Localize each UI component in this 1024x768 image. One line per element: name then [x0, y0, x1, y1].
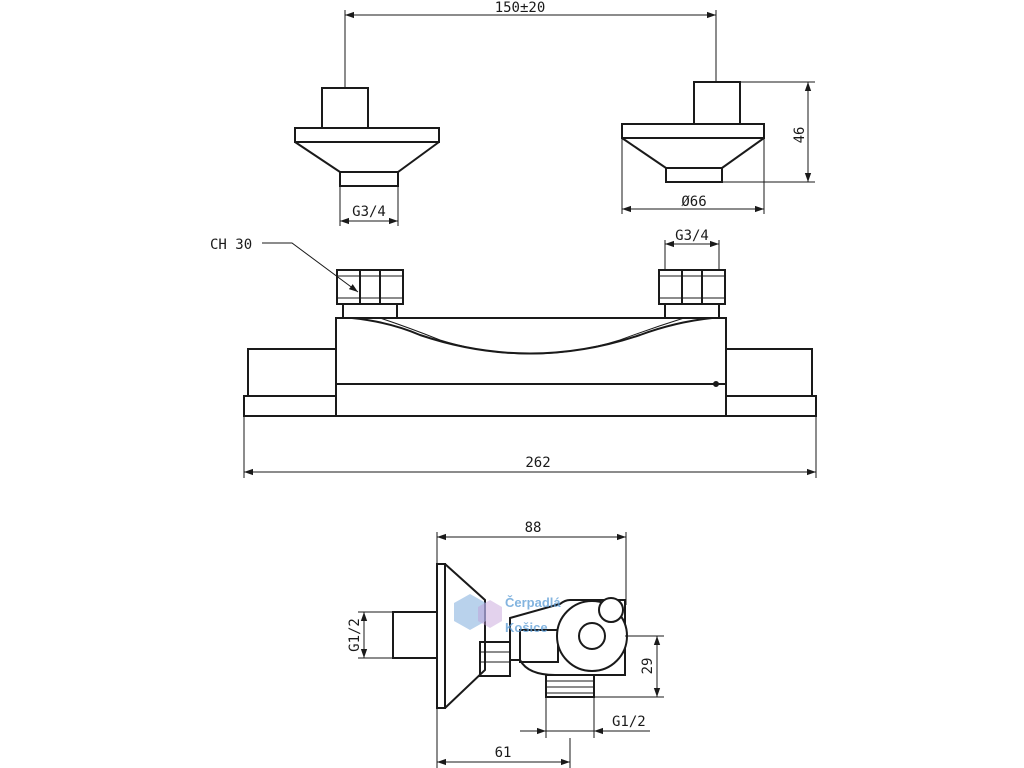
dimension-depth: 88: [436, 520, 627, 605]
label-thread-inlet: G1/2: [347, 618, 363, 652]
escutcheon-right: [621, 81, 765, 183]
dimension-outlet-height: 29: [594, 635, 664, 698]
label-diameter-escutcheon: Ø66: [681, 194, 706, 210]
dimension-thread-top-left: G3/4: [339, 186, 399, 226]
label-thread-outlet: G1/2: [612, 714, 646, 730]
label-wrench-size: CH 30: [210, 237, 252, 253]
escutcheon-left: [294, 87, 440, 187]
label-depth: 88: [525, 520, 542, 536]
dimension-diameter-escutcheon: Ø66: [621, 138, 765, 214]
label-thread-top-left: G3/4: [352, 204, 386, 220]
watermark-line1: Čerpadlá: [505, 595, 561, 610]
label-height-escutcheon: 46: [792, 127, 808, 144]
dimension-thread-mid-right: G3/4: [664, 228, 720, 270]
label-center-distance: 150±20: [495, 0, 546, 16]
dimension-overall-length: 262: [243, 416, 817, 478]
label-overall-length: 262: [525, 455, 550, 471]
dimension-wrench-size: CH 30: [210, 237, 359, 293]
dimension-outlet-offset: 61: [436, 708, 571, 768]
dimension-center-distance: 150±20: [344, 0, 717, 88]
label-outlet-height: 29: [640, 658, 656, 675]
watermark-line2: Košice: [505, 620, 548, 635]
label-outlet-offset: 61: [495, 745, 512, 761]
thermostat-side-view: [392, 563, 628, 709]
dimension-height-escutcheon: 46: [722, 81, 815, 183]
dimension-thread-outlet: G1/2: [520, 697, 650, 738]
thermostat-body-front: [243, 269, 817, 417]
watermark-hexagon-icon: [454, 594, 486, 630]
watermark-logo: Čerpadlá Košice: [454, 594, 561, 635]
dimension-thread-inlet: G1/2: [347, 611, 393, 659]
label-thread-mid-right: G3/4: [675, 228, 709, 244]
